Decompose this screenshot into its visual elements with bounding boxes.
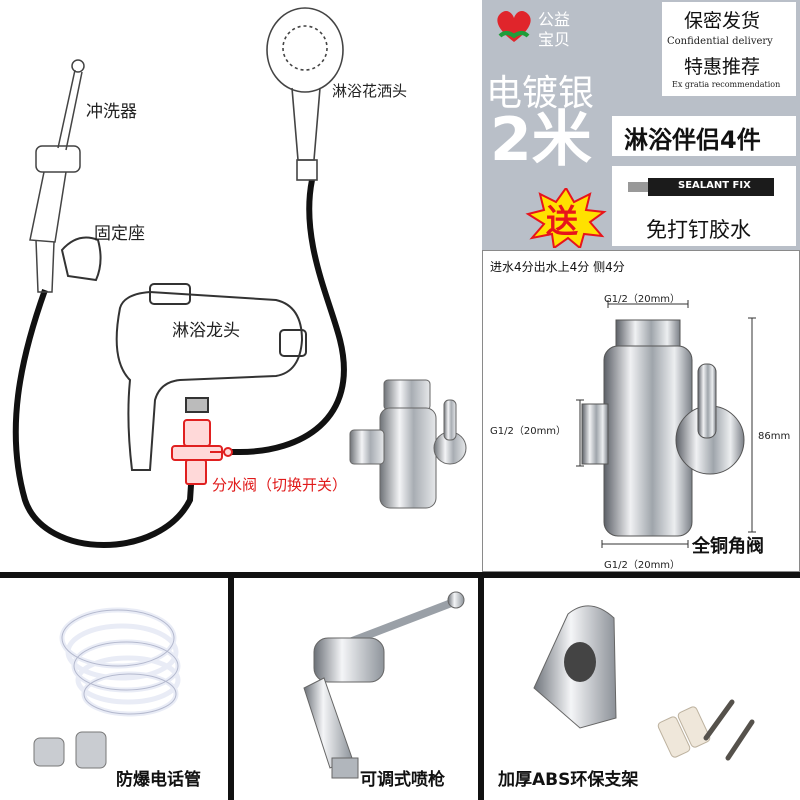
- confidential-box: [662, 2, 796, 96]
- shower-hose: [232, 179, 347, 455]
- valve-spec-text: 进水4分出水上4分 侧4分: [490, 260, 625, 274]
- hose-caption: 防爆电话管: [116, 770, 201, 790]
- coiled-hose-photo: [33, 607, 181, 769]
- angle-valve-drawing: [576, 300, 756, 548]
- bottom-dimension: G1/2（20mm）: [604, 560, 681, 571]
- special-en: Ex gratia recommendation: [672, 80, 781, 89]
- divider-horizontal: [0, 572, 800, 578]
- length-text: 2米: [490, 105, 592, 175]
- installation-diagram: [12, 7, 467, 548]
- chrome-angle-valve-photo: [349, 379, 467, 509]
- adjustable-sprayer-photo: [303, 591, 465, 779]
- red-diverter-valve: [171, 419, 233, 485]
- bidet-hose: [12, 288, 195, 548]
- glue-tube-icon: [628, 178, 774, 196]
- side-dimension: G1/2（20mm）: [490, 426, 567, 437]
- sprayer-caption: 可调式喷枪: [360, 770, 445, 790]
- finish-text: 电镀银: [486, 73, 595, 114]
- charity-heart-icon: [497, 11, 531, 42]
- confidential-en: Confidential delivery: [667, 36, 773, 47]
- special-cn: 特惠推荐: [684, 56, 761, 78]
- top-dimension: G1/2（20mm）: [604, 294, 681, 305]
- holder-sketch: [60, 236, 102, 282]
- faucet-label: 淋浴龙头: [172, 321, 240, 341]
- diverter-label: 分水阀（切换开关）: [212, 476, 348, 494]
- divider-vertical-right: [478, 572, 484, 800]
- glue-desc: 免打钉胶水: [646, 218, 751, 242]
- charity-line1: 公益: [538, 10, 571, 29]
- faucet-sketch: [115, 283, 307, 471]
- charity-line2: 宝贝: [538, 30, 571, 49]
- gift-starburst: [525, 188, 607, 248]
- bracket-caption: 加厚ABS环保支架: [498, 770, 639, 790]
- shower-head-label: 淋浴花洒头: [332, 82, 408, 100]
- set-title-box: [612, 116, 796, 156]
- holder-label: 固定座: [94, 224, 145, 244]
- glue-tube-label: SEALANT FIX: [678, 180, 751, 191]
- height-dimension: 86mm: [758, 431, 791, 442]
- shower-head-sketch: [266, 7, 344, 181]
- divider-vertical-left: [228, 572, 234, 800]
- set-title: 淋浴伴侣4件: [624, 126, 761, 154]
- bidet-label: 冲洗器: [86, 102, 137, 122]
- abs-bracket-photo: [533, 605, 755, 761]
- gift-badge: 送: [546, 202, 579, 240]
- confidential-cn: 保密发货: [684, 10, 761, 32]
- valve-caption: 全铜角阀: [692, 536, 764, 557]
- bidet-sprayer-sketch: [29, 59, 85, 293]
